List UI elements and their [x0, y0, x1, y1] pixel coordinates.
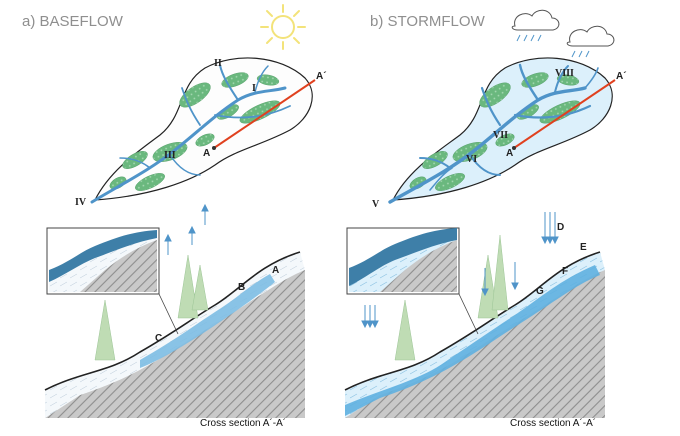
tree-icons-storm — [394, 234, 509, 361]
label-roman-3: III — [164, 150, 176, 161]
catchment-outline — [93, 57, 313, 201]
label-roman-5: V — [372, 199, 380, 210]
panel-b-title: b) STORMFLOW — [370, 13, 486, 30]
stream-network-storm — [388, 63, 599, 204]
stream-network — [90, 64, 291, 204]
label-roman-4: IV — [75, 197, 87, 208]
tree-icons — [94, 254, 209, 361]
profile-label-d: D — [557, 222, 564, 233]
cross-section-label-b: Cross section A´-A´ — [510, 417, 596, 429]
profile-label-e: E — [580, 242, 587, 253]
panel-a-title: a) BASEFLOW — [22, 13, 124, 30]
hillslope-section: A B C Cross section A´-A´ — [44, 203, 305, 429]
label-roman-8: VIII — [555, 68, 574, 79]
panel-baseflow: a) BASEFLOW — [22, 4, 327, 429]
label-roman-1: I — [252, 83, 256, 94]
label-roman-7: VII — [493, 130, 508, 141]
label-roman-2: II — [214, 58, 222, 69]
profile-label-a: A — [272, 265, 279, 276]
rain-cloud-icon — [511, 9, 615, 58]
section-end-label: A — [203, 148, 210, 159]
transpiration-arrows — [164, 203, 209, 255]
label-roman-6: VI — [466, 154, 477, 165]
rain-arrows — [361, 212, 559, 329]
hillslope-section-storm: D E F G Cross section A´-A´ — [344, 212, 605, 429]
section-end-label-storm: A — [506, 148, 513, 159]
profile-label-c: C — [155, 333, 162, 344]
profile-label-f: F — [562, 266, 568, 277]
cross-section-label-a: Cross section A´-A´ — [200, 417, 286, 429]
section-start-label: A´ — [316, 71, 327, 82]
section-line-storm — [512, 79, 616, 150]
sun-icon — [260, 4, 306, 50]
profile-label-g: G — [536, 286, 544, 297]
profile-label-b: B — [238, 282, 245, 293]
section-line — [212, 79, 316, 150]
panel-stormflow: b) STORMFLOW — [344, 9, 627, 429]
section-start-label-storm: A´ — [616, 71, 627, 82]
